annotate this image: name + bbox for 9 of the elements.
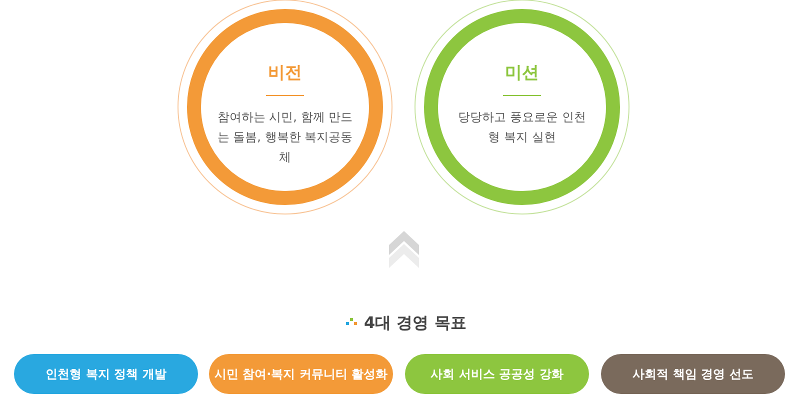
goal-pill: 사회적 책임 경영 선도 — [601, 354, 785, 394]
circle-heading: 미션 — [505, 62, 539, 84]
goal-pill: 사회 서비스 공공성 강화 — [405, 354, 589, 394]
circle-body-text: 당당하고 풍요로운 인천형 복지 실현 — [457, 109, 587, 146]
goal-pill: 시민 참여·복지 커뮤니티 활성화 — [209, 354, 393, 394]
circle-body-text: 참여하는 시민, 함께 만드는 돌봄, 행복한 복지공동체 — [217, 109, 353, 166]
goal-pill: 인천형 복지 정책 개발 — [14, 354, 198, 394]
section-heading: 4대 경영 목표 — [364, 313, 466, 334]
circle-heading: 비전 — [268, 62, 302, 84]
